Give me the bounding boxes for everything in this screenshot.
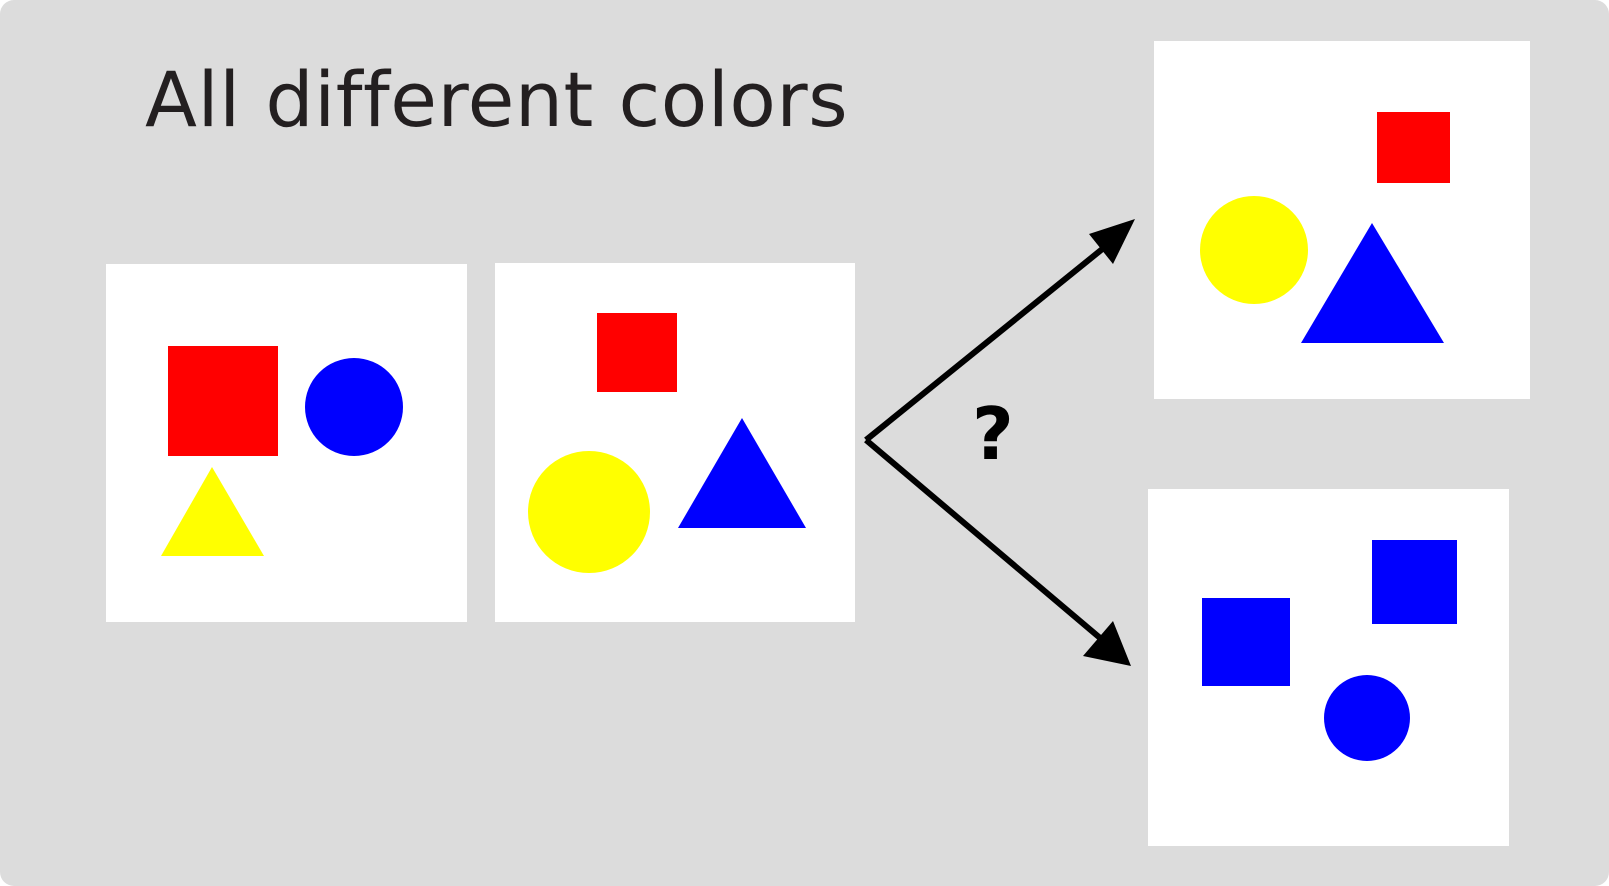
panel-example-2 [495,263,855,622]
arrow-head-icon [1083,621,1131,666]
blue-circle [305,358,403,456]
yellow-circle [528,451,650,573]
arrow-to-top-option [864,219,1135,443]
blue-circle [1324,675,1410,761]
red-square [597,313,677,392]
yellow-triangle [161,467,264,556]
question-mark: ? [972,392,1014,476]
panel-example-1 [106,264,467,622]
diagram-title: All different colors [145,55,849,144]
arrow-shaft [864,239,1113,443]
blue-square [1202,598,1290,686]
yellow-circle [1200,196,1308,304]
arrow-shaft [864,437,1108,646]
panel-example-1-background [106,264,467,622]
blue-triangle [1301,223,1444,343]
arrow-head-icon [1089,219,1135,264]
blue-square [1372,540,1457,624]
arrow-to-bottom-option [864,437,1131,666]
red-square [168,346,278,456]
red-square [1377,112,1450,183]
panel-option-bottom [1148,489,1509,846]
blue-triangle [678,418,806,528]
panel-option-top [1154,41,1530,399]
